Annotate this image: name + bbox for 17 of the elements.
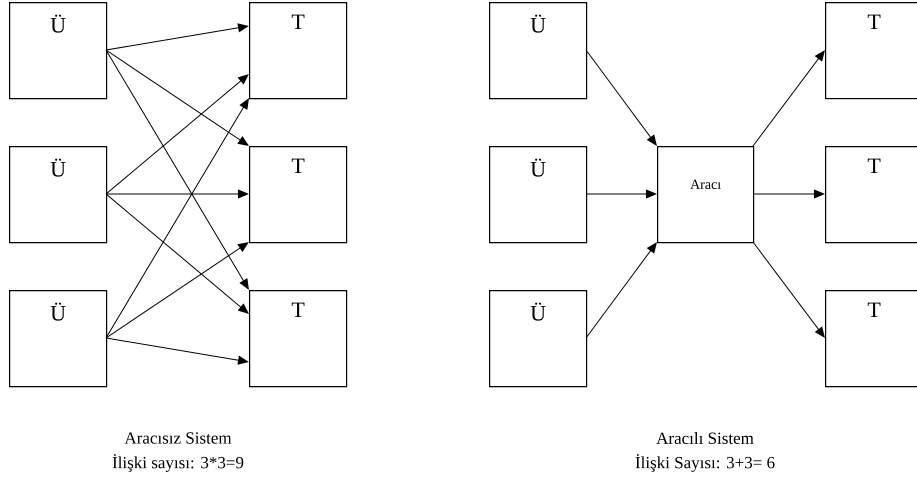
mediator-box: Aracı <box>657 146 754 244</box>
box: Ü <box>489 146 588 244</box>
box: Ü <box>9 290 108 388</box>
box: T <box>825 290 917 388</box>
caption: Aracısız Sistem <box>124 432 232 444</box>
box: T <box>249 146 348 244</box>
caption: İlişki sayısı: 3*3=9 <box>112 454 244 472</box>
caption: İlişki Sayısı: 3+3= 6 <box>636 454 775 472</box>
box: T <box>825 2 917 100</box>
box: T <box>249 290 348 388</box>
box: T <box>825 146 917 244</box>
box: Ü <box>9 146 108 244</box>
box: Ü <box>9 2 108 100</box>
caption: Aracılı Sistem <box>656 432 754 444</box>
box: T <box>249 2 348 100</box>
box: Ü <box>489 2 588 100</box>
box: Ü <box>489 290 588 388</box>
